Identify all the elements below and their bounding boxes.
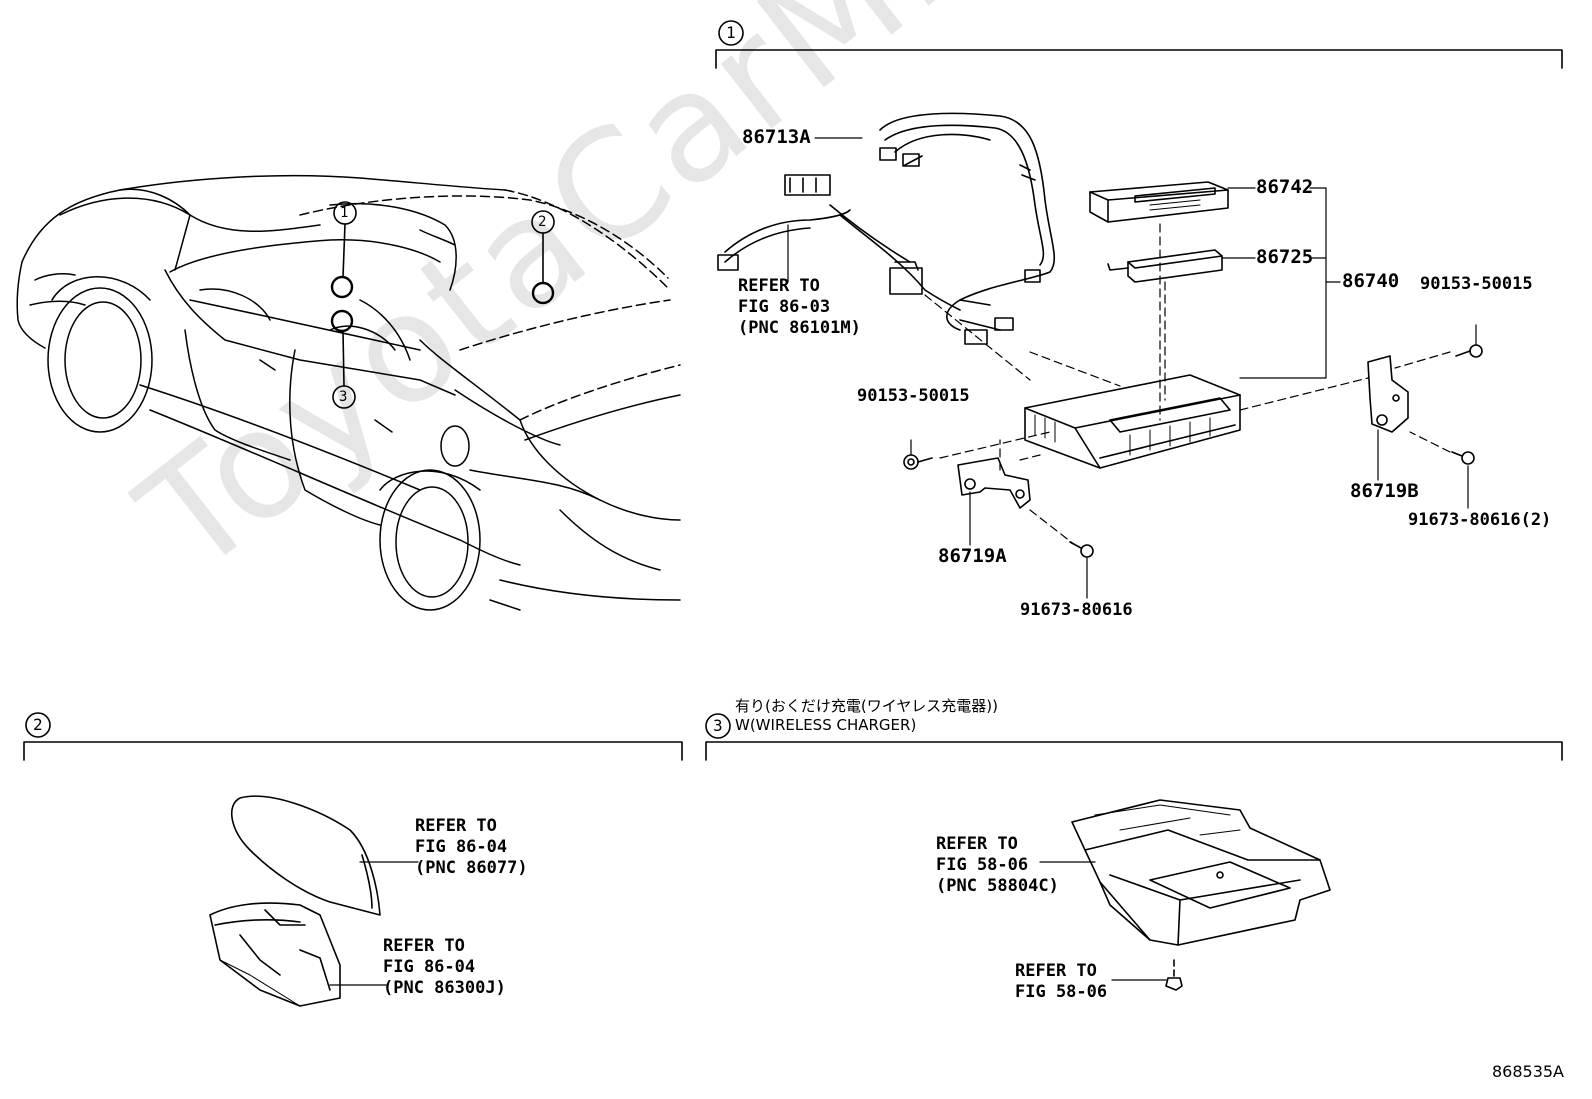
bolt-91673-right [1451,451,1475,465]
part-86725: 86725 [1256,246,1314,268]
part-86719B: 86719B [1350,480,1419,502]
figure-code: 868535A [1491,1062,1564,1081]
part-86713A: 86713A [742,126,811,148]
section3-refer-b-line2: FIG 58-06 [1015,982,1108,1002]
section2-refer-a-line3: (PNC 86077) [415,858,528,878]
part-86719A: 86719A [938,545,1007,567]
assembly-lines [924,223,1451,546]
car-marker-1-label: 1 [340,205,349,221]
main-unit-86740 [1024,374,1241,469]
shark-fin-cover [231,795,381,916]
section2-refer-a-line2: FIG 86-04 [415,837,508,857]
section3-refer-a-line3: (PNC 58804C) [936,876,1059,896]
part-91673-right: 91673-80616(2) [1408,510,1552,530]
wireless-charger [1071,799,1331,946]
section2-refer-b-line3: (PNC 86300J) [383,978,506,998]
section1-refer-line2: FIG 86-03 [738,297,831,317]
module-86742 [1089,181,1229,223]
car-marker-1 [330,201,357,299]
section3-refer-a-line2: FIG 58-06 [936,855,1029,875]
section1-marker: 1 [726,23,736,42]
bracket-86719B [1367,355,1409,433]
car-marker-2-label: 2 [538,214,547,230]
section1-bracket [715,49,1563,69]
section2-marker-icon [25,712,51,738]
section3-refer-a-line1: REFER TO [936,834,1018,854]
section2-refer-a-line1: REFER TO [415,816,497,836]
part-86740: 86740 [1342,270,1400,292]
leader-lines-section2 [329,861,419,986]
part-91673-bottom: 91673-80616 [1020,600,1133,620]
section3-title-en: W(WIRELESS CHARGER) [735,716,917,734]
part-90153-right: 90153-50015 [1420,274,1533,294]
section2-refer-b-line1: REFER TO [383,936,465,956]
section3-marker: 3 [713,716,723,735]
leader-lines-section1 [787,137,1477,599]
module-86725 [1107,249,1223,283]
car-illustration [16,174,681,611]
section2-marker: 2 [33,715,43,734]
part-86742: 86742 [1256,176,1314,198]
bolt-90153-right [1455,344,1483,358]
antenna-base [209,902,341,1007]
section2-refer-b-line2: FIG 86-04 [383,957,476,977]
bracket-86719A [957,457,1031,509]
section1-refer-line1: REFER TO [738,276,820,296]
car-marker-3-label: 3 [339,389,348,405]
section3-bracket [705,741,1563,761]
section3-marker-icon [705,713,731,739]
charger-screw [1165,959,1183,991]
leader-lines-section3 [1039,861,1167,981]
wire-harness-86713A [717,112,1056,345]
section1-marker-icon [718,20,744,46]
section1-refer-line3: (PNC 86101M) [738,318,861,338]
car-marker-2 [531,210,555,305]
section2-bracket [23,741,683,761]
car-marker-3 [330,309,356,409]
bolt-90153-left [903,454,933,470]
section3-title-jp: 有り(おくだけ充電(ワイヤレス充電器)) [735,697,998,715]
section3-refer-b-line1: REFER TO [1015,961,1097,981]
part-90153-left: 90153-50015 [857,386,970,406]
